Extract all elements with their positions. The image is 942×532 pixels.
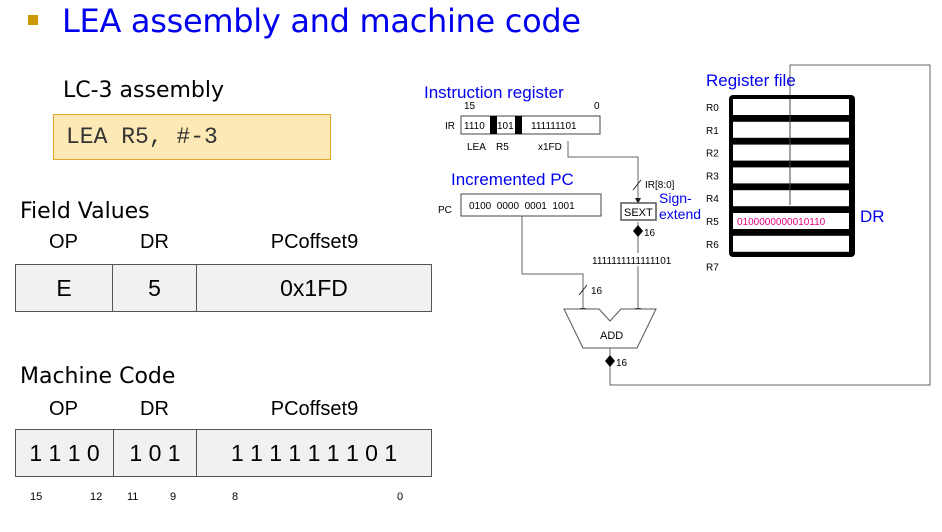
register-r0-label: R0 bbox=[706, 103, 719, 114]
ir-field-dr: 101 bbox=[497, 121, 514, 132]
field-value-dr: 5 bbox=[113, 265, 197, 311]
bit-number-15: 15 bbox=[30, 491, 43, 503]
register-r1-cell bbox=[733, 121, 849, 138]
sext-caption-line1: Sign- bbox=[659, 190, 692, 206]
register-r7-cell bbox=[733, 258, 849, 275]
slide-title: LEA assembly and machine code bbox=[62, 2, 581, 40]
ir-label: IR bbox=[445, 121, 455, 132]
field-value-op: E bbox=[16, 265, 113, 311]
ir-heading: Instruction register bbox=[424, 83, 564, 102]
register-r5-label: R5 bbox=[706, 217, 719, 228]
ir-bit-low: 0 bbox=[594, 101, 600, 112]
pc-box bbox=[460, 193, 602, 217]
bit-number-9: 9 bbox=[170, 491, 177, 503]
machine-code-header-dr: DR bbox=[140, 398, 169, 420]
ir-field-label-offset: x1FD bbox=[538, 142, 562, 153]
ir-bit-high: 15 bbox=[464, 101, 476, 112]
bus-slash-ir bbox=[632, 179, 642, 191]
adder-label: ADD bbox=[600, 330, 623, 342]
ir-field-label-opcode: LEA bbox=[467, 142, 486, 153]
register-r5-value: 0100000000010110 bbox=[737, 217, 826, 228]
regfile-heading: Register file bbox=[706, 71, 796, 90]
bit-number-11: 11 bbox=[127, 491, 139, 503]
register-r2-label: R2 bbox=[706, 149, 719, 160]
machine-code-heading: Machine Code bbox=[20, 364, 176, 389]
machine-code-table: 1 1 1 0 1 0 1 1 1 1 1 1 1 1 0 1 bbox=[15, 429, 432, 477]
machine-code-header-op: OP bbox=[49, 398, 78, 420]
register-r3-label: R3 bbox=[706, 171, 719, 182]
field-values-header-pcoffset9: PCoffset9 bbox=[270, 231, 359, 253]
register-r0-cell bbox=[733, 99, 849, 115]
sext-caption-line2: extend bbox=[659, 206, 701, 222]
register-r1-label: R1 bbox=[706, 126, 719, 137]
pc-heading: Incremented PC bbox=[451, 170, 574, 189]
register-r6-label: R6 bbox=[706, 240, 719, 251]
register-r3-cell bbox=[733, 167, 849, 184]
bit-number-12: 12 bbox=[90, 491, 103, 503]
add-output-width: 16 bbox=[616, 358, 628, 369]
field-values-header-dr: DR bbox=[140, 231, 169, 253]
field-values-heading: Field Values bbox=[20, 199, 150, 224]
wire-ir-to-sext bbox=[567, 141, 639, 200]
register-r2-cell bbox=[733, 144, 849, 161]
arrowhead-sext-in bbox=[635, 198, 641, 204]
assembly-heading: LC-3 assembly bbox=[63, 78, 225, 103]
ir-field-offset: 111111101 bbox=[531, 121, 577, 132]
bullet-icon bbox=[28, 15, 38, 25]
machine-code-op: 1 1 1 0 bbox=[16, 430, 114, 476]
register-r4-cell bbox=[733, 190, 849, 207]
field-values-header-op: OP bbox=[49, 231, 78, 253]
ir-divider-2 bbox=[515, 116, 522, 134]
register-r7-label: R7 bbox=[706, 263, 719, 274]
ir-divider-1 bbox=[490, 116, 497, 134]
register-r6-cell bbox=[733, 235, 849, 252]
adder-shape bbox=[563, 308, 657, 349]
regfile-dest-label: DR bbox=[860, 207, 885, 226]
machine-code-pcoffset9: 1 1 1 1 1 1 1 0 1 bbox=[230, 440, 398, 466]
field-values-table: E 5 0x1FD bbox=[15, 264, 432, 312]
wire-add-to-regfile bbox=[609, 64, 931, 386]
machine-code-header-pcoffset9: PCoffset9 bbox=[270, 398, 359, 420]
bit-number-8: 8 bbox=[232, 491, 239, 503]
register-r4-label: R4 bbox=[706, 194, 719, 205]
diamond-marker-sext bbox=[633, 225, 643, 237]
ir-field-label-dr: R5 bbox=[496, 142, 509, 153]
bit-number-0: 0 bbox=[397, 491, 404, 503]
field-value-pcoffset9: 0x1FD bbox=[280, 275, 348, 301]
wire-pc-to-add bbox=[521, 216, 584, 308]
assembly-code-box: LEA R5, #-3 bbox=[53, 114, 331, 160]
diamond-marker-add bbox=[605, 355, 615, 367]
sext-label: SEXT bbox=[624, 207, 653, 219]
pc-value: 0100 0000 0001 1001 bbox=[469, 201, 575, 212]
machine-code-dr: 1 0 1 bbox=[114, 430, 197, 476]
assembly-code: LEA R5, #-3 bbox=[66, 124, 218, 150]
register-r5-cell bbox=[733, 213, 849, 229]
pc-label: PC bbox=[438, 205, 452, 216]
bus-slash-pc bbox=[578, 284, 588, 296]
ir-field-opcode: 1110 bbox=[464, 121, 485, 132]
sext-box bbox=[620, 202, 657, 221]
sext-input-label: IR[8:0] bbox=[645, 180, 675, 191]
wires bbox=[521, 64, 931, 386]
sext-output-value: 1111111111111101 bbox=[592, 256, 672, 267]
sext-width-label: 16 bbox=[644, 228, 656, 239]
add-input-width: 16 bbox=[591, 286, 603, 297]
